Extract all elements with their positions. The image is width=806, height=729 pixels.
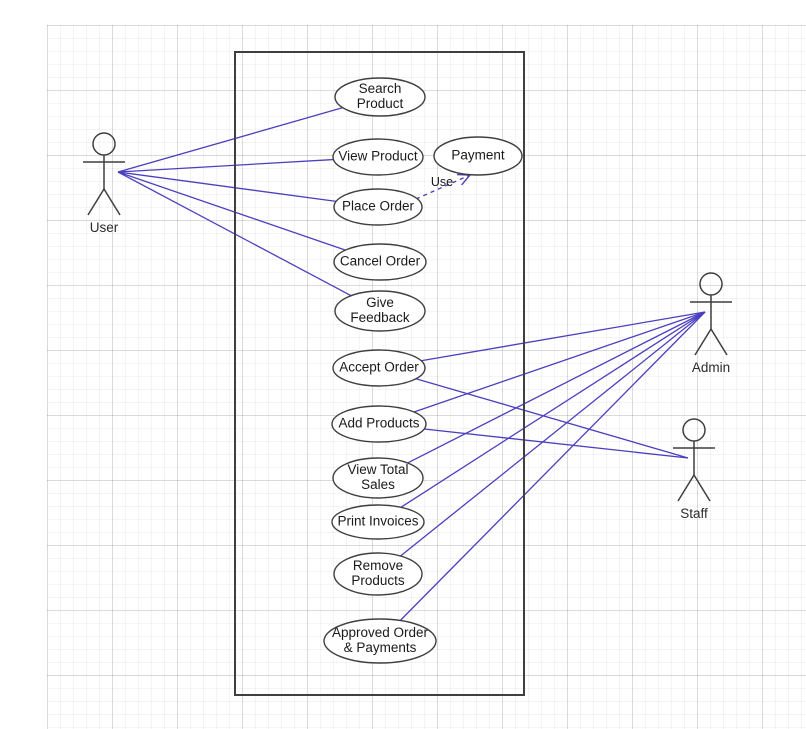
use-case-ellipse-accept_order: [332, 349, 426, 387]
actor-user[interactable]: User: [83, 132, 125, 235]
use-case-label-place_order: Place Order: [342, 199, 415, 214]
use-case-label-print_invoices: Print Invoices: [337, 514, 418, 529]
use-case-ellipse-approved_order: [323, 618, 437, 664]
use-case-label-search_product: Product: [357, 96, 404, 111]
dependency-lines-group: Use: [415, 173, 472, 200]
use-case-cancel_order[interactable]: Cancel Order: [333, 243, 427, 281]
use-case-approved_order[interactable]: Approved Order& Payments: [323, 618, 437, 664]
actor-left-leg-admin: [694, 328, 712, 356]
use-case-place_order[interactable]: Place Order: [333, 188, 423, 226]
use-case-payment[interactable]: Payment: [433, 136, 523, 176]
use-case-ellipse-search_product: [334, 77, 426, 117]
use-case-label-payment: Payment: [451, 148, 505, 163]
actor-head-icon-staff: [682, 418, 706, 442]
association-line-admin-approved_order[interactable]: [399, 311, 706, 621]
use-case-ellipse-print_invoices: [331, 504, 425, 540]
use-case-label-view_total_sales: View Total: [347, 462, 408, 477]
use-case-ellipse-cancel_order: [333, 243, 427, 281]
association-line-staff-add_products[interactable]: [424, 428, 689, 459]
use-case-label-remove_products: Products: [351, 573, 405, 588]
association-line-admin-accept_order[interactable]: [421, 311, 706, 362]
association-lines-group: [117, 107, 706, 621]
use-case-ellipse-view_total_sales: [332, 457, 424, 499]
use-case-ellipse-give_feedback: [334, 290, 426, 332]
dependency-label-use_dependency: Use: [431, 175, 453, 189]
use-case-ellipse-view_product: [332, 138, 424, 176]
actor-head-icon-user: [92, 132, 116, 156]
actor-staff[interactable]: Staff: [673, 418, 715, 521]
use-case-label-accept_order: Accept Order: [339, 360, 419, 375]
use-case-accept_order[interactable]: Accept Order: [332, 349, 426, 387]
actor-label-user: User: [90, 220, 119, 235]
association-line-staff-accept_order[interactable]: [415, 378, 689, 459]
actor-right-leg-admin: [710, 328, 728, 356]
association-line-admin-print_invoices[interactable]: [400, 311, 706, 508]
use-case-label-approved_order: & Payments: [344, 640, 417, 655]
association-line-user-search_product[interactable]: [117, 107, 343, 173]
use-case-label-give_feedback: Feedback: [350, 310, 410, 325]
use-case-label-approved_order: Approved Order: [332, 625, 429, 640]
association-line-admin-add_products[interactable]: [413, 311, 706, 413]
association-line-admin-remove_products[interactable]: [400, 311, 706, 557]
use-case-print_invoices[interactable]: Print Invoices: [331, 504, 425, 540]
use-case-view_product[interactable]: View Product: [332, 138, 424, 176]
use-case-ellipse-remove_products: [333, 552, 423, 596]
use-case-add_products[interactable]: Add Products: [331, 405, 427, 443]
actor-right-leg-user: [103, 188, 121, 216]
system-boundary-rect: [234, 51, 525, 696]
grid-top-margin: [0, 0, 806, 25]
use-case-label-add_products: Add Products: [338, 416, 419, 431]
association-line-admin-view_total_sales[interactable]: [407, 311, 706, 464]
use-case-label-cancel_order: Cancel Order: [340, 254, 421, 269]
dependency-line-use_dependency[interactable]: [415, 174, 471, 200]
actor-admin[interactable]: Admin: [690, 272, 732, 375]
association-line-user-cancel_order[interactable]: [117, 171, 346, 251]
use-case-label-view_product: View Product: [338, 149, 418, 164]
association-line-user-view_product[interactable]: [117, 158, 334, 173]
actor-head-icon-admin: [699, 272, 723, 296]
use-case-ellipse-payment: [433, 136, 523, 176]
actor-label-staff: Staff: [680, 506, 708, 521]
use-case-label-view_total_sales: Sales: [361, 477, 395, 492]
grid-left-margin: [0, 0, 47, 729]
actor-left-leg-staff: [677, 474, 695, 502]
association-line-user-place_order[interactable]: [117, 171, 337, 203]
use-case-label-give_feedback: Give: [366, 295, 394, 310]
use-case-label-remove_products: Remove: [353, 558, 403, 573]
use-case-ellipse-add_products: [331, 405, 427, 443]
actor-left-leg-user: [87, 188, 105, 216]
use-case-ellipse-place_order: [333, 188, 423, 226]
actor-label-admin: Admin: [692, 360, 730, 375]
system-boundary-group: [234, 51, 525, 696]
use-case-label-search_product: Search: [359, 81, 402, 96]
actor-right-leg-staff: [693, 474, 711, 502]
